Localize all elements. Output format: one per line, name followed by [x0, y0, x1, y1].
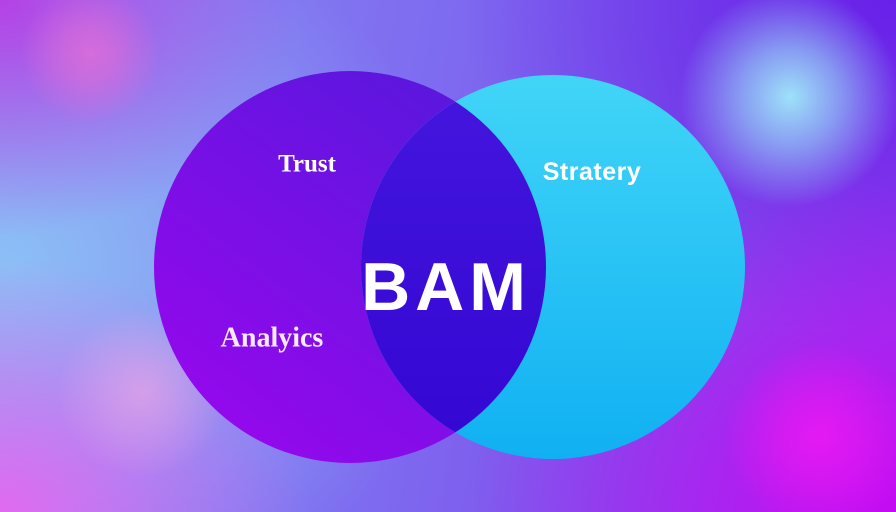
- label-stratery: Stratery: [543, 158, 642, 186]
- label-analyics: Analyics: [221, 323, 324, 354]
- label-trust: Trust: [278, 151, 337, 178]
- center-label-bam: BAM: [361, 249, 531, 325]
- overlap-region: [361, 75, 546, 459]
